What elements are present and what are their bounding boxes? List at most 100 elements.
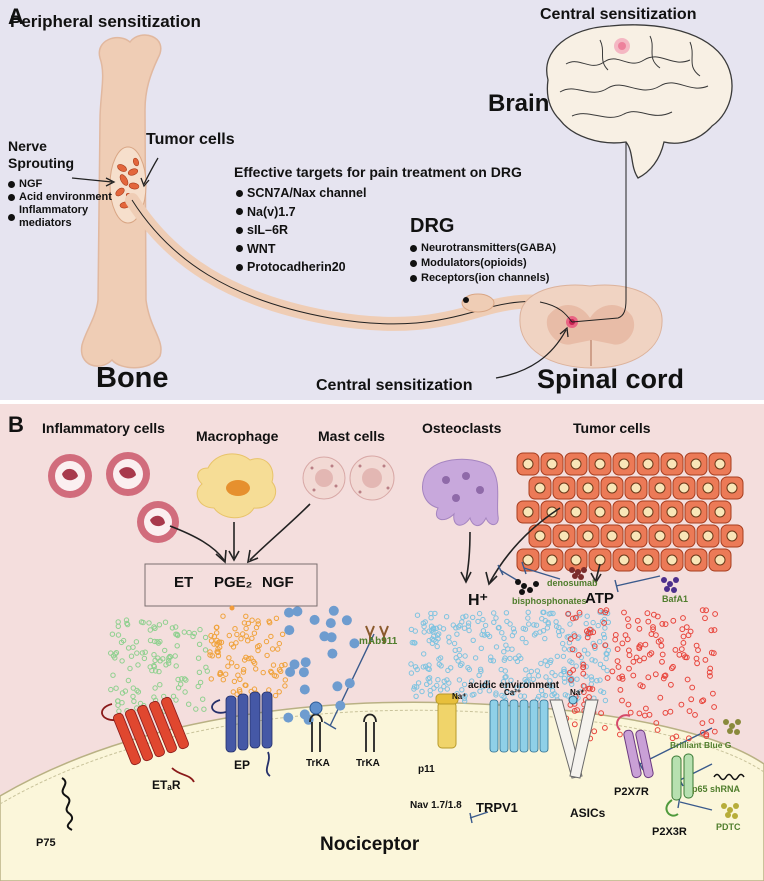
mediator-dot <box>536 693 542 700</box>
mediator-dot <box>499 692 505 699</box>
drg-label: DRG <box>410 215 455 237</box>
mediator-dot <box>650 626 656 633</box>
mediator-dot <box>699 607 706 614</box>
mediator-dot <box>495 625 502 631</box>
mediator-dot <box>455 624 462 630</box>
mediator-dot <box>234 691 240 697</box>
mediator-dot <box>668 681 674 688</box>
mediator-dot <box>560 669 567 675</box>
mediator-dot <box>501 635 507 642</box>
tumor-cell <box>612 548 636 572</box>
mediator-dot <box>283 712 294 723</box>
drg-item-receptors: Receptors(ion channels) <box>410 271 556 286</box>
mediator-dot <box>202 634 209 641</box>
mediator-dot <box>209 653 216 659</box>
p2x3r-receptor <box>665 753 694 817</box>
mediator-dot <box>480 628 487 634</box>
drg-item-modulators: Modulators(opioids) <box>410 256 556 271</box>
mediator-dot <box>538 688 545 694</box>
mediator-dot <box>569 646 576 653</box>
p75-label: P75 <box>36 837 56 849</box>
central-sensitization-bottom-label: Central sensitization <box>316 377 473 394</box>
mediator-dot <box>626 647 632 654</box>
osteoclasts-label: Osteoclasts <box>422 420 502 436</box>
mediator-dot <box>545 619 551 626</box>
mediator-dot <box>240 669 247 675</box>
trka-receptor-2 <box>363 713 377 752</box>
mediator-dot <box>659 658 665 665</box>
mediator-dot <box>559 628 565 634</box>
mediator-dot <box>594 678 600 684</box>
mediator-dot <box>134 687 140 694</box>
mediator-dot <box>213 624 220 631</box>
mediator-dot <box>466 666 473 673</box>
mediator-dot <box>589 677 595 683</box>
denosumab-label: denosumab <box>547 578 598 588</box>
mediator-dot <box>636 643 643 650</box>
mediator-dot <box>424 681 430 687</box>
mediator-dot <box>525 609 531 616</box>
mediator-dot <box>612 636 619 643</box>
mediator-dot <box>269 646 276 652</box>
mediator-dot <box>660 675 667 682</box>
mediator-dot <box>411 684 418 690</box>
trpv1-label: TRPV1 <box>476 800 518 815</box>
mediator-dot <box>478 645 484 652</box>
mediator-dot <box>115 619 121 625</box>
mediator-dot <box>220 677 227 683</box>
mediator-dot <box>657 694 664 701</box>
p65-shrna-label: p65 shRNA <box>692 784 741 794</box>
mediator-dot <box>693 642 700 649</box>
nav-label: Nav 1.7/1.8 <box>410 800 462 811</box>
mediator-dot <box>203 664 209 670</box>
mediator-dot <box>614 658 621 665</box>
asics-channel <box>549 695 599 779</box>
mediator-dot <box>584 634 591 641</box>
drg-ganglion <box>461 293 495 313</box>
mediator-dot <box>216 639 222 646</box>
mediator-dot <box>502 655 508 661</box>
mediator-dot <box>502 683 509 689</box>
mediator-dot <box>509 632 516 639</box>
mediator-dot <box>646 711 653 718</box>
tumor-cell <box>708 452 732 476</box>
mediator-dot <box>601 635 608 641</box>
mediator-dot <box>241 657 248 663</box>
mediator-dot <box>240 631 246 637</box>
mediator-dot <box>518 693 524 699</box>
tumor-cell <box>588 452 612 476</box>
mediator-dot <box>445 667 451 674</box>
p65-shrna-glyph <box>713 773 745 781</box>
mediator-dot <box>285 667 296 677</box>
mediator-dot <box>477 688 483 694</box>
mediator-dot <box>273 615 280 622</box>
mediator-dot <box>438 663 444 669</box>
mediator-dot <box>500 679 507 685</box>
mediator-dot <box>191 630 198 637</box>
mediator-dot <box>586 694 592 700</box>
tumor-cell <box>660 500 684 524</box>
mediator-dot <box>125 645 132 651</box>
bisphosphonates-label: bisphosphonates <box>512 596 587 606</box>
mediator-dot <box>226 655 232 661</box>
mediator-dot <box>658 642 665 649</box>
brain-illustration <box>546 24 733 179</box>
mediator-dot <box>546 682 553 689</box>
mediator-dot <box>584 631 591 638</box>
mediator-dot <box>609 668 616 675</box>
mediator-dot <box>196 641 203 648</box>
mediator-dot <box>573 663 579 669</box>
mediator-dot <box>414 666 420 673</box>
mediator-dot <box>580 670 587 677</box>
mediator-dot <box>567 621 573 627</box>
panel-a-artwork <box>71 24 733 379</box>
mediator-dot <box>595 622 601 629</box>
mediator-dot <box>223 671 229 677</box>
mediator-dot <box>178 681 184 687</box>
mediator-dot <box>450 622 456 628</box>
mediator-dot <box>570 615 576 622</box>
mediator-dot <box>238 636 244 642</box>
mediator-dot <box>463 613 469 619</box>
mediator-dot <box>456 677 463 683</box>
mediator-dot <box>162 619 169 625</box>
